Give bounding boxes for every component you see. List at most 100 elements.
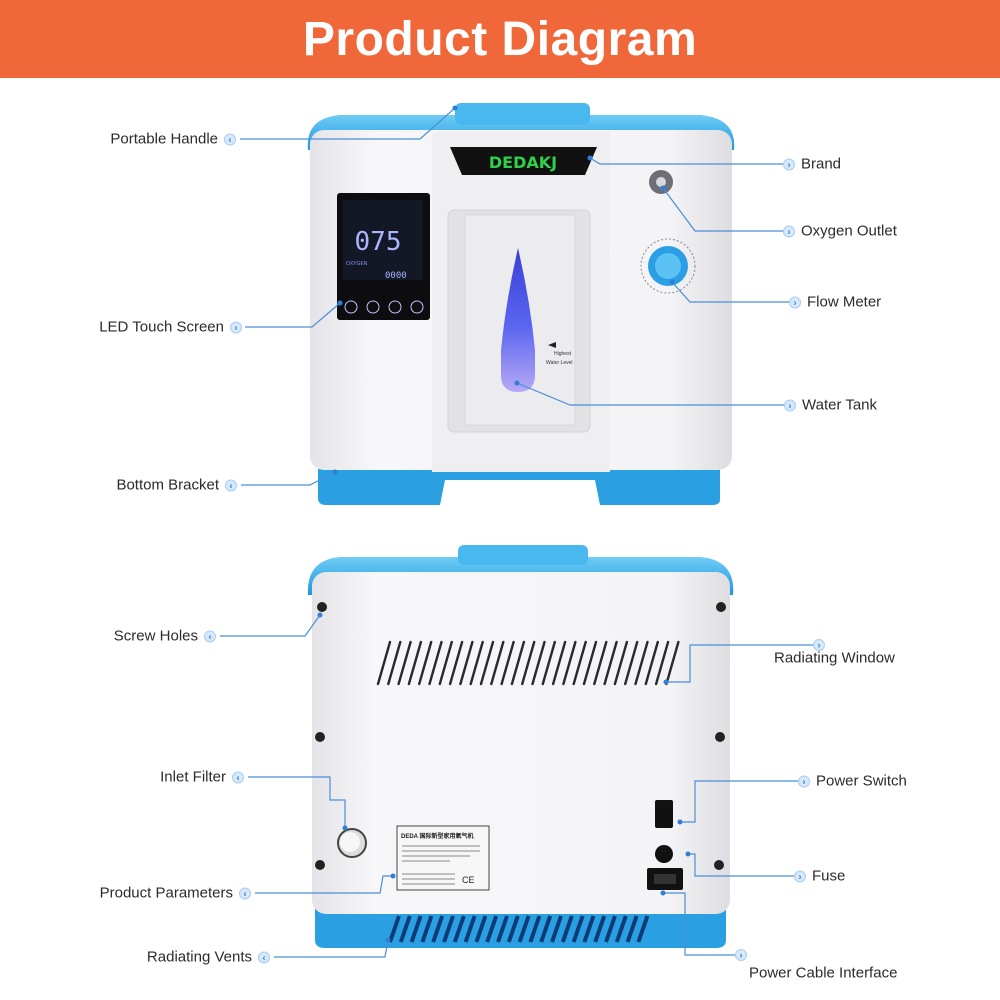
vent-slot xyxy=(452,915,466,943)
label-text: Inlet Filter xyxy=(160,768,226,786)
page-title: Product Diagram xyxy=(302,12,698,66)
pointer-left-icon: ‹ xyxy=(239,887,251,899)
label-power-cable-icon: › xyxy=(735,949,747,961)
anion-button xyxy=(410,300,424,314)
lcd-timer: 0000 xyxy=(385,271,407,281)
label-text: Brand xyxy=(801,155,842,173)
pointer-left-icon: ‹ xyxy=(232,771,244,783)
radiating-window xyxy=(376,640,680,686)
label-bottom-bracket: Bottom Bracket ‹ xyxy=(116,477,237,494)
leader-endpoints xyxy=(317,105,691,943)
vent-slot xyxy=(517,915,531,943)
label-water-tank: ›Water Tank xyxy=(784,397,877,414)
label-text: Radiating Vents xyxy=(146,948,252,966)
power-switch xyxy=(655,800,673,828)
label-text: Water Tank xyxy=(802,396,878,414)
window-slot xyxy=(613,640,629,686)
vent-slot xyxy=(485,915,499,943)
window-slot xyxy=(500,640,515,686)
back-device: DEDA 国际新型家用氧气机 CE xyxy=(307,545,734,948)
vent-slot xyxy=(506,915,520,943)
window-slot xyxy=(438,640,453,686)
nameplate-title: DEDA 国际新型家用氧气机 xyxy=(401,832,473,840)
window-slot xyxy=(376,640,392,686)
label-power-cable-interface: Power Cable Interface xyxy=(749,965,897,982)
fuse xyxy=(655,845,673,863)
window-slot xyxy=(407,640,423,686)
pointer-right-icon: › xyxy=(783,225,795,237)
vent-slot xyxy=(474,915,488,943)
label-flow-meter: › Flow Meter xyxy=(789,294,881,311)
pointer-right-icon: › xyxy=(798,775,810,787)
vent-slot xyxy=(625,915,639,943)
radiating-vents xyxy=(388,915,650,943)
label-screw-holes: Screw Holes ‹ xyxy=(114,628,216,645)
label-text: Bottom Bracket xyxy=(116,476,219,494)
label-text: Portable Handle xyxy=(110,130,218,148)
label-led-touch-screen: LED Touch Screen ‹ xyxy=(99,319,242,336)
water-drop xyxy=(501,248,535,392)
window-slot xyxy=(479,640,495,686)
pointer-left-icon: ‹ xyxy=(258,951,270,963)
pointer-right-icon: › xyxy=(789,296,801,308)
label-oxygen-outlet: › Oxygen Outlet xyxy=(783,223,897,240)
screw-holes xyxy=(315,602,726,870)
window-slot xyxy=(418,640,433,686)
pointer-left-icon: ‹ xyxy=(225,479,237,491)
label-text: Power Cable Interface xyxy=(749,964,898,982)
window-slot xyxy=(469,640,484,686)
front-device: DEDAKJ Highest Water Level 075 OXYGEN 00… xyxy=(307,103,735,505)
window-slot xyxy=(397,640,412,686)
vent-slot xyxy=(614,915,628,943)
window-slot xyxy=(582,640,598,686)
label-text: Oxygen Outlet xyxy=(801,222,897,240)
label-text: Flow Meter xyxy=(807,293,882,311)
window-slot xyxy=(624,640,639,686)
vent-slot xyxy=(528,915,542,943)
label-fuse: ›Fuse xyxy=(794,868,845,885)
label-radiating-window: Radiating Window xyxy=(774,650,895,667)
vent-slot xyxy=(571,915,585,943)
window-slot xyxy=(634,640,649,686)
pointer-right-icon: › xyxy=(783,158,795,170)
label-text: Power Switch xyxy=(816,772,907,790)
vent-slot xyxy=(409,915,423,943)
window-slot xyxy=(459,640,474,686)
label-radiating-vents: Radiating Vents ‹ xyxy=(147,949,270,966)
pointer-left-icon: ‹ xyxy=(224,133,236,145)
pointer-right-icon: › xyxy=(794,870,806,882)
window-slot xyxy=(490,640,505,686)
window-slot xyxy=(665,640,680,686)
lcd-reading: 075 xyxy=(355,227,402,257)
header-banner: Product Diagram xyxy=(0,0,1000,78)
window-slot xyxy=(551,640,567,686)
window-slot xyxy=(521,640,536,686)
pointer-left-icon: ‹ xyxy=(230,321,242,333)
window-slot xyxy=(654,640,670,686)
bottom-bracket xyxy=(318,462,720,505)
window-slot xyxy=(510,640,526,686)
vent-slot xyxy=(388,915,401,943)
onoff-button xyxy=(344,300,358,314)
window-slot xyxy=(448,640,464,686)
vent-slot xyxy=(560,915,574,943)
label-inlet-filter: Inlet Filter ‹ xyxy=(160,769,244,786)
vent-slot xyxy=(463,915,477,943)
vent-slot xyxy=(431,915,445,943)
window-slot xyxy=(387,640,402,686)
water-level-line2: Water Level xyxy=(546,360,573,366)
window-slot xyxy=(603,640,618,686)
brand-text: DEDAKJ xyxy=(489,153,557,172)
pointer-left-icon: ‹ xyxy=(204,630,216,642)
label-product-parameters: Product Parameters‹ xyxy=(100,885,251,902)
window-slot xyxy=(562,640,577,686)
vent-slot xyxy=(582,915,596,943)
label-text: Screw Holes xyxy=(113,627,198,645)
vent-slot xyxy=(420,915,434,943)
label-text: Radiating Window xyxy=(774,649,895,667)
label-portable-handle: Portable Handle ‹ xyxy=(110,131,236,148)
vent-slot xyxy=(442,915,455,943)
pointer-right-icon: › xyxy=(735,949,747,961)
label-text: LED Touch Screen xyxy=(99,318,224,336)
